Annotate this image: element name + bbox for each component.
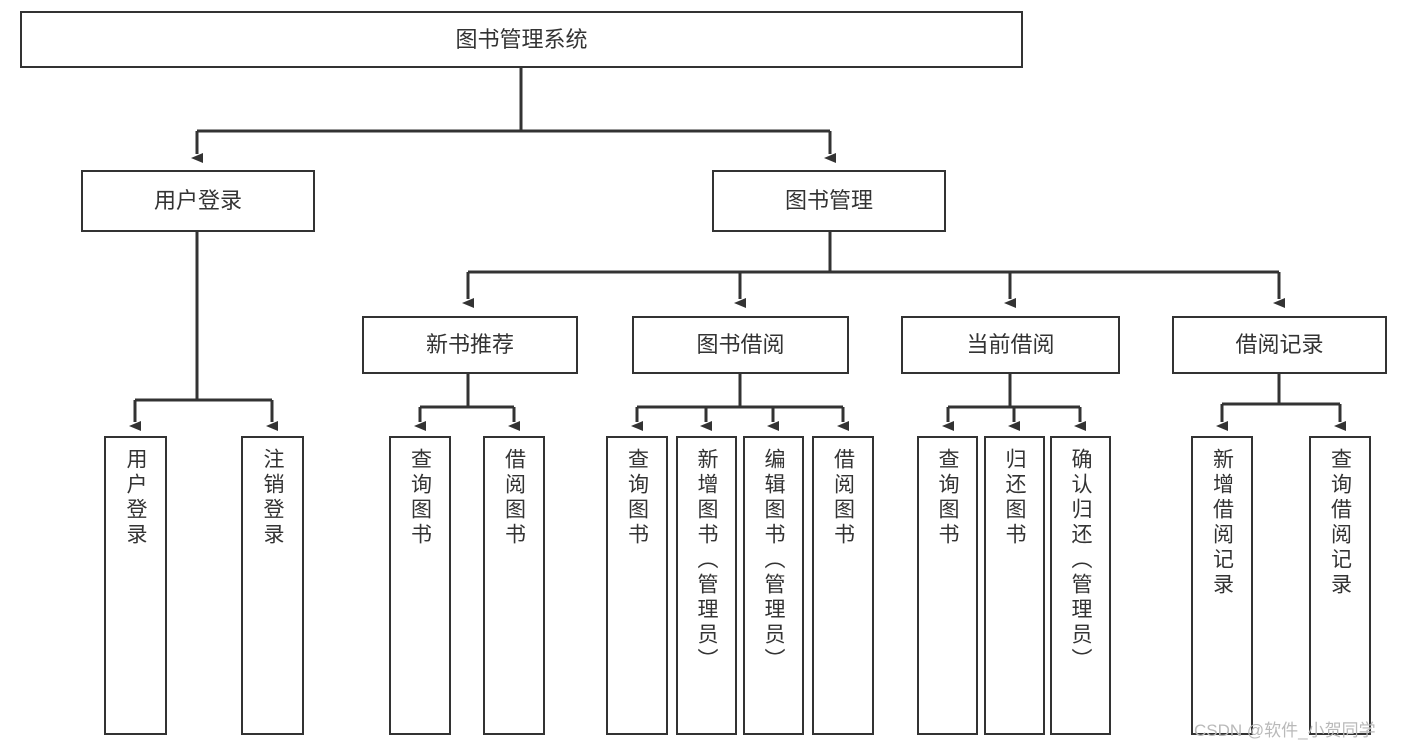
node-current-borrow[interactable]: 当前借阅 <box>901 316 1120 374</box>
node-leaf-bb-borrow[interactable]: 借阅图书 <box>812 436 874 735</box>
node-leaf-cb-return-label: 归还图书 <box>1003 448 1026 548</box>
node-leaf-cb-confirm[interactable]: 确认归还（管理员） <box>1050 436 1111 735</box>
node-leaf-bb-add[interactable]: 新增图书（管理员） <box>676 436 737 735</box>
node-borrow-record-label: 借阅记录 <box>1235 332 1324 358</box>
node-book-borrow[interactable]: 图书借阅 <box>632 316 849 374</box>
node-root-label: 图书管理系统 <box>455 26 588 52</box>
node-leaf-cb-query[interactable]: 查询图书 <box>917 436 978 735</box>
node-borrow-record[interactable]: 借阅记录 <box>1172 316 1387 374</box>
node-leaf-bb-query-label: 查询图书 <box>625 448 649 548</box>
node-leaf-bb-query[interactable]: 查询图书 <box>606 436 668 735</box>
node-leaf-bb-edit[interactable]: 编辑图书（管理员） <box>743 436 804 735</box>
node-leaf-bb-edit-label: 编辑图书（管理员） <box>762 448 785 673</box>
node-new-book-rec[interactable]: 新书推荐 <box>362 316 578 374</box>
node-leaf-bb-add-label: 新增图书（管理员） <box>695 448 718 673</box>
node-leaf-rec-query[interactable]: 查询图书 <box>389 436 451 735</box>
node-current-borrow-label: 当前借阅 <box>966 332 1055 358</box>
node-leaf-user-login-label: 用户登录 <box>124 448 147 548</box>
node-leaf-logout-label: 注销登录 <box>261 448 284 548</box>
watermark-text: CSDN @软件_小贺同学 <box>1194 721 1376 740</box>
node-book-borrow-label: 图书借阅 <box>696 332 785 358</box>
node-book-manage-label: 图书管理 <box>784 188 873 214</box>
node-leaf-cb-confirm-label: 确认归还（管理员） <box>1069 448 1092 673</box>
node-leaf-br-query[interactable]: 查询借阅记录 <box>1309 436 1371 735</box>
node-leaf-rec-borrow[interactable]: 借阅图书 <box>483 436 545 735</box>
node-leaf-br-add[interactable]: 新增借阅记录 <box>1191 436 1253 735</box>
node-leaf-bb-borrow-label: 借阅图书 <box>831 448 855 548</box>
node-new-book-rec-label: 新书推荐 <box>425 332 514 358</box>
node-leaf-br-add-label: 新增借阅记录 <box>1210 448 1234 598</box>
node-leaf-user-login[interactable]: 用户登录 <box>104 436 167 735</box>
node-leaf-rec-borrow-label: 借阅图书 <box>502 448 526 548</box>
node-leaf-rec-query-label: 查询图书 <box>408 448 432 548</box>
node-leaf-logout[interactable]: 注销登录 <box>241 436 304 735</box>
node-user-login[interactable]: 用户登录 <box>81 170 315 232</box>
node-leaf-cb-query-label: 查询图书 <box>936 448 959 548</box>
node-root[interactable]: 图书管理系统 <box>20 11 1023 68</box>
node-leaf-br-query-label: 查询借阅记录 <box>1328 448 1352 598</box>
node-book-manage[interactable]: 图书管理 <box>712 170 946 232</box>
node-user-login-label: 用户登录 <box>153 188 242 214</box>
node-leaf-cb-return[interactable]: 归还图书 <box>984 436 1045 735</box>
